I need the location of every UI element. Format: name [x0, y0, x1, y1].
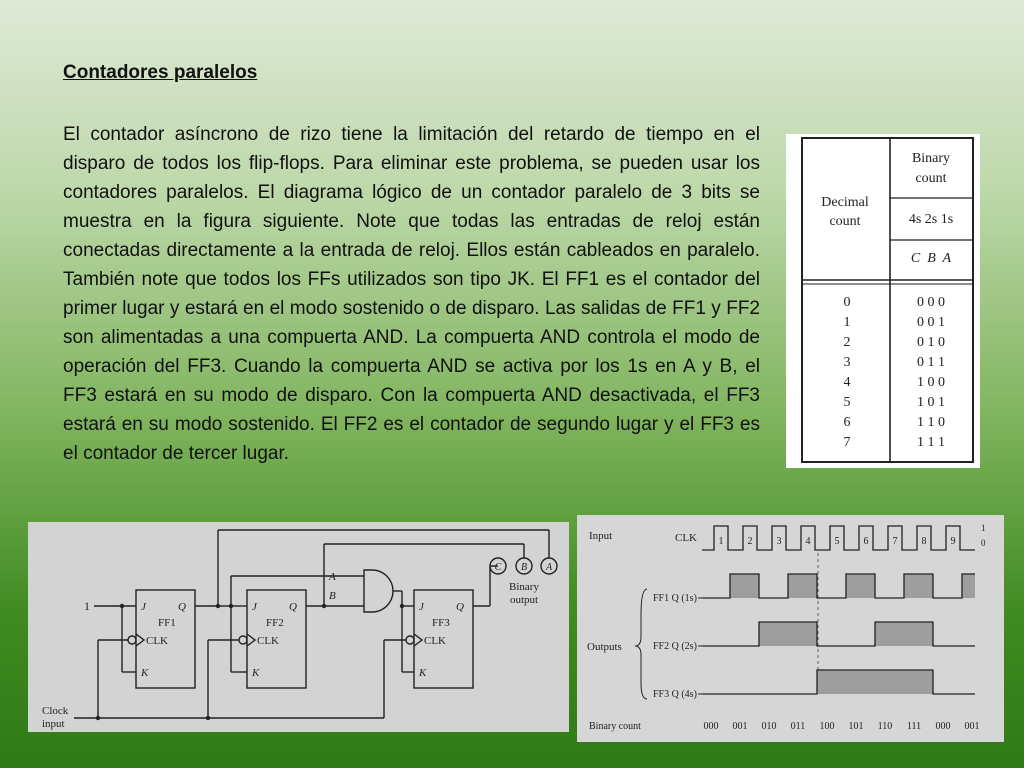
output-b-label: B: [521, 562, 527, 573]
ff2-q-label: FF2 Q (2s): [653, 641, 697, 652]
ff1-name: FF1: [158, 617, 176, 629]
ff3-q-label: FF3 Q (4s): [653, 689, 697, 700]
clk-pulse-number: 6: [864, 536, 869, 547]
binary-count-value: 000: [704, 721, 719, 732]
clock-input-label-line2: input: [42, 718, 65, 730]
ff1-q-label: FF1 Q (1s): [653, 593, 697, 604]
binary-output-label-line2: output: [510, 594, 538, 606]
binary-count-value: 110: [878, 721, 893, 732]
clk-pulse-number: 1: [719, 536, 724, 547]
output-c-circle: [489, 557, 507, 575]
binary-count-value: 001: [733, 721, 748, 732]
table-row-binary: 0 1 1: [917, 355, 945, 370]
table-row-decimal: 3: [844, 355, 851, 370]
clk-pulse-number: 2: [748, 536, 753, 547]
clk-pulse-number: 7: [893, 536, 898, 547]
clk-pulse-number: 9: [951, 536, 956, 547]
timing-clk-label: CLK: [675, 532, 697, 544]
ff1-k-label: K: [140, 667, 149, 679]
table-row-binary: 1 1 1: [917, 435, 945, 450]
binary-count-value: 000: [936, 721, 951, 732]
parallel-counter-circuit: 1 Clock input J Q FF1 CLK K J Q FF2 CLK …: [28, 522, 569, 732]
level-high-label: 1: [981, 523, 986, 533]
timing-diagram: Input CLK 1 0 1 2 3 4 5 6 7 8 9: [577, 515, 1004, 742]
table-row-binary: 1 0 1: [917, 395, 945, 410]
binary-count-value: 011: [791, 721, 806, 732]
outputs-label: Outputs: [587, 641, 622, 653]
ff2-waveform: [702, 621, 975, 647]
and-input-b-label: B: [329, 590, 336, 602]
binary-count-label: Binary count: [589, 721, 641, 732]
table-row-binary: 0 0 0: [917, 295, 945, 310]
binary-count-value: 001: [965, 721, 980, 732]
ff1-waveform: [702, 573, 975, 599]
timing-input-label: Input: [589, 530, 612, 542]
output-c-label: C: [495, 562, 502, 573]
clk-pulse-number: 3: [777, 536, 782, 547]
binary-count-value: 010: [762, 721, 777, 732]
ff2-j-label: J: [252, 601, 258, 613]
ff2-name: FF2: [266, 617, 284, 629]
output-a-label: A: [545, 562, 553, 573]
table-row-decimal: 7: [844, 435, 851, 450]
table-row-binary: 0 1 0: [917, 335, 945, 350]
binary-count-value: 101: [849, 721, 864, 732]
table-row-decimal: 0: [844, 295, 851, 310]
table-row-decimal: 6: [844, 415, 851, 430]
output-b-circle: [515, 557, 533, 575]
ff3-q-label: Q: [456, 601, 464, 613]
and-input-a-label: A: [328, 571, 336, 583]
ff3-clk-label: CLK: [424, 635, 446, 647]
slide-title: Contadores paralelos: [63, 62, 258, 83]
clk-pulse-number: 8: [922, 536, 927, 547]
ff2-k-label: K: [251, 667, 260, 679]
table-row-decimal: 2: [844, 335, 851, 350]
clk-pulse-number: 4: [806, 536, 811, 547]
binary-output-label-line1: Binary: [509, 581, 539, 593]
slide-body-text: El contador asíncrono de rizo tiene la l…: [63, 124, 760, 464]
table-row-decimal: 1: [844, 315, 851, 330]
weights-header: 4s 2s 1s: [909, 212, 953, 227]
ff3-waveform: [702, 669, 975, 695]
decimal-header-line2: count: [829, 214, 860, 229]
ff1-clk-label: CLK: [146, 635, 168, 647]
input-one-label: 1: [84, 599, 90, 613]
binary-count-value: 100: [820, 721, 835, 732]
ff2-clk-label: CLK: [257, 635, 279, 647]
table-row-binary: 1 1 0: [917, 415, 945, 430]
columns-header: C B A: [911, 251, 952, 266]
binary-count-value: 111: [907, 721, 921, 732]
ff1-q-label: Q: [178, 601, 186, 613]
ff2-q-label: Q: [289, 601, 297, 613]
binary-header-line1: Binary: [912, 151, 950, 166]
ff3-j-label: J: [419, 601, 425, 613]
decimal-header-line1: Decimal: [821, 195, 869, 210]
ff3-name: FF3: [432, 617, 450, 629]
table-row-binary: 0 0 1: [917, 315, 945, 330]
ff1-j-label: J: [141, 601, 147, 613]
clk-waveform: [702, 525, 975, 551]
clk-pulse-number: 5: [835, 536, 840, 547]
level-low-label: 0: [981, 538, 986, 548]
table-rows: 0 0 0 0 1 0 0 1 2 0 1 0 3 0 1 1 4 1 0 0 …: [844, 295, 946, 450]
table-row-decimal: 4: [844, 375, 851, 390]
clock-input-label-line1: Clock: [42, 705, 69, 717]
table-row-decimal: 5: [844, 395, 851, 410]
ff3-k-label: K: [418, 667, 427, 679]
binary-header-line2: count: [915, 171, 946, 186]
binary-count-table: Decimal count Binary count 4s 2s 1s C B …: [786, 134, 980, 468]
table-row-binary: 1 0 0: [917, 375, 945, 390]
output-a-circle: [540, 557, 558, 575]
